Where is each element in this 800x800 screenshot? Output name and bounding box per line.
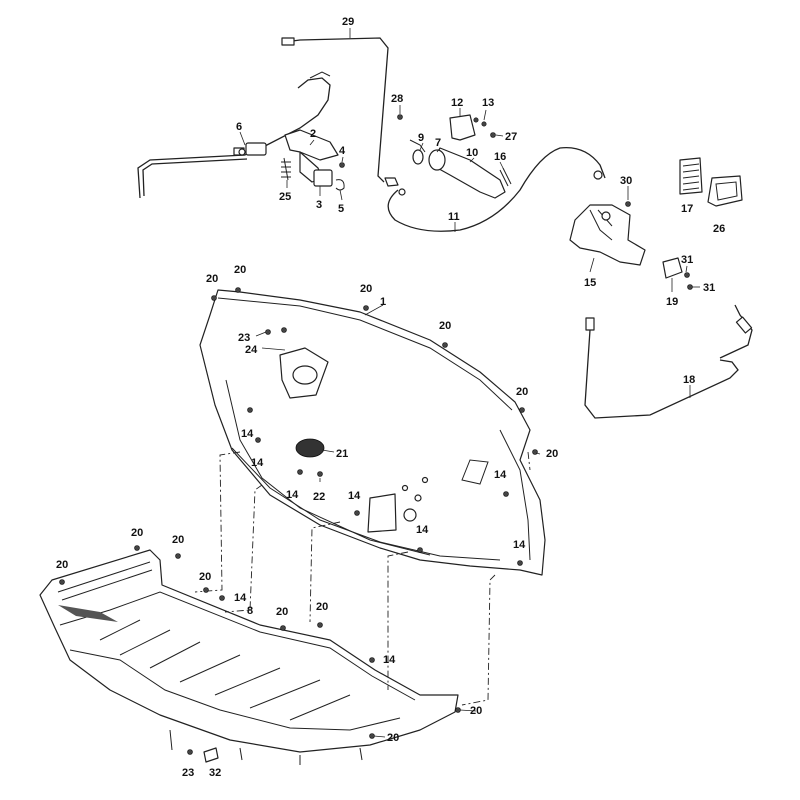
callout-label: 20 — [387, 732, 399, 744]
callout-label: 15 — [584, 277, 596, 289]
callout-label: 14 — [286, 489, 299, 501]
callout-label: 14 — [383, 654, 396, 666]
callout-label: 6 — [236, 121, 242, 133]
callout-label: 14 — [348, 490, 361, 502]
callout-label: 20 — [439, 320, 451, 332]
callout-label: 20 — [206, 273, 218, 285]
cable-assembly-6 — [137, 71, 331, 199]
callout-label: 29 — [342, 16, 354, 28]
callout-label: 22 — [313, 491, 325, 503]
callout-label: 17 — [681, 203, 693, 215]
brake-lever-assembly — [397, 114, 512, 199]
callout-label: 21 — [336, 448, 348, 460]
callout-label: 2 — [310, 128, 316, 140]
callout-label: 16 — [494, 151, 506, 163]
callout-label: 11 — [448, 211, 460, 223]
callout-label: 14 — [494, 469, 507, 481]
callout-label: 14 — [513, 539, 526, 551]
callout-label: 5 — [338, 203, 344, 215]
callout-label: 26 — [713, 223, 725, 235]
callout-label: 20 — [316, 601, 328, 613]
pedal-bracket-15 — [569, 201, 693, 290]
fasteners — [59, 287, 538, 763]
callout-label: 28 — [391, 93, 403, 105]
cable-11 — [387, 146, 606, 232]
callout-label: 23 — [238, 332, 250, 344]
callout-label: 20 — [56, 559, 68, 571]
callout-label: 20 — [276, 606, 288, 618]
floor-pan-8 — [39, 549, 459, 765]
callout-label: 7 — [435, 137, 441, 149]
callout-label: 24 — [245, 344, 258, 356]
callout-label: 19 — [666, 296, 678, 308]
callout-label: 20 — [360, 283, 372, 295]
bulkhead-panel-1 — [199, 289, 546, 576]
callout-labels: 29 6 2 4 25 3 5 28 12 13 27 9 7 10 16 11… — [56, 16, 725, 779]
callout-label: 14 — [241, 428, 254, 440]
cable-18 — [584, 304, 753, 419]
callout-label: 3 — [316, 199, 322, 211]
callout-label: 23 — [182, 767, 194, 779]
callout-label: 18 — [683, 374, 695, 386]
callout-label: 12 — [451, 97, 463, 109]
callout-label: 20 — [546, 448, 558, 460]
callout-label: 14 — [251, 457, 264, 469]
callout-label: 30 — [620, 175, 632, 187]
callout-label: 13 — [482, 97, 494, 109]
leader-lines — [239, 28, 700, 738]
callout-label: 4 — [339, 145, 346, 157]
callout-label: 20 — [516, 386, 528, 398]
callout-label: 25 — [279, 191, 291, 203]
callout-label: 20 — [470, 705, 482, 717]
callout-label: 20 — [199, 571, 211, 583]
callout-label: 14 — [416, 524, 429, 536]
callout-label: 27 — [505, 131, 517, 143]
cable-29 — [281, 37, 399, 187]
callout-label: 20 — [131, 527, 143, 539]
callout-label: 20 — [172, 534, 184, 546]
callout-label: 31 — [703, 282, 715, 294]
callout-label: 9 — [418, 132, 424, 144]
callout-label: 10 — [466, 147, 478, 159]
callout-label: 14 — [234, 592, 247, 604]
callout-label: 20 — [234, 264, 246, 276]
callout-label: 31 — [681, 254, 693, 266]
callout-label: 1 — [380, 296, 386, 308]
callout-label: 8 — [247, 605, 253, 617]
pedal-pad-17 — [679, 157, 703, 195]
pedal-pad-26 — [707, 175, 743, 207]
pedal-bracket-2 — [281, 129, 345, 191]
callout-label: 32 — [209, 767, 221, 779]
